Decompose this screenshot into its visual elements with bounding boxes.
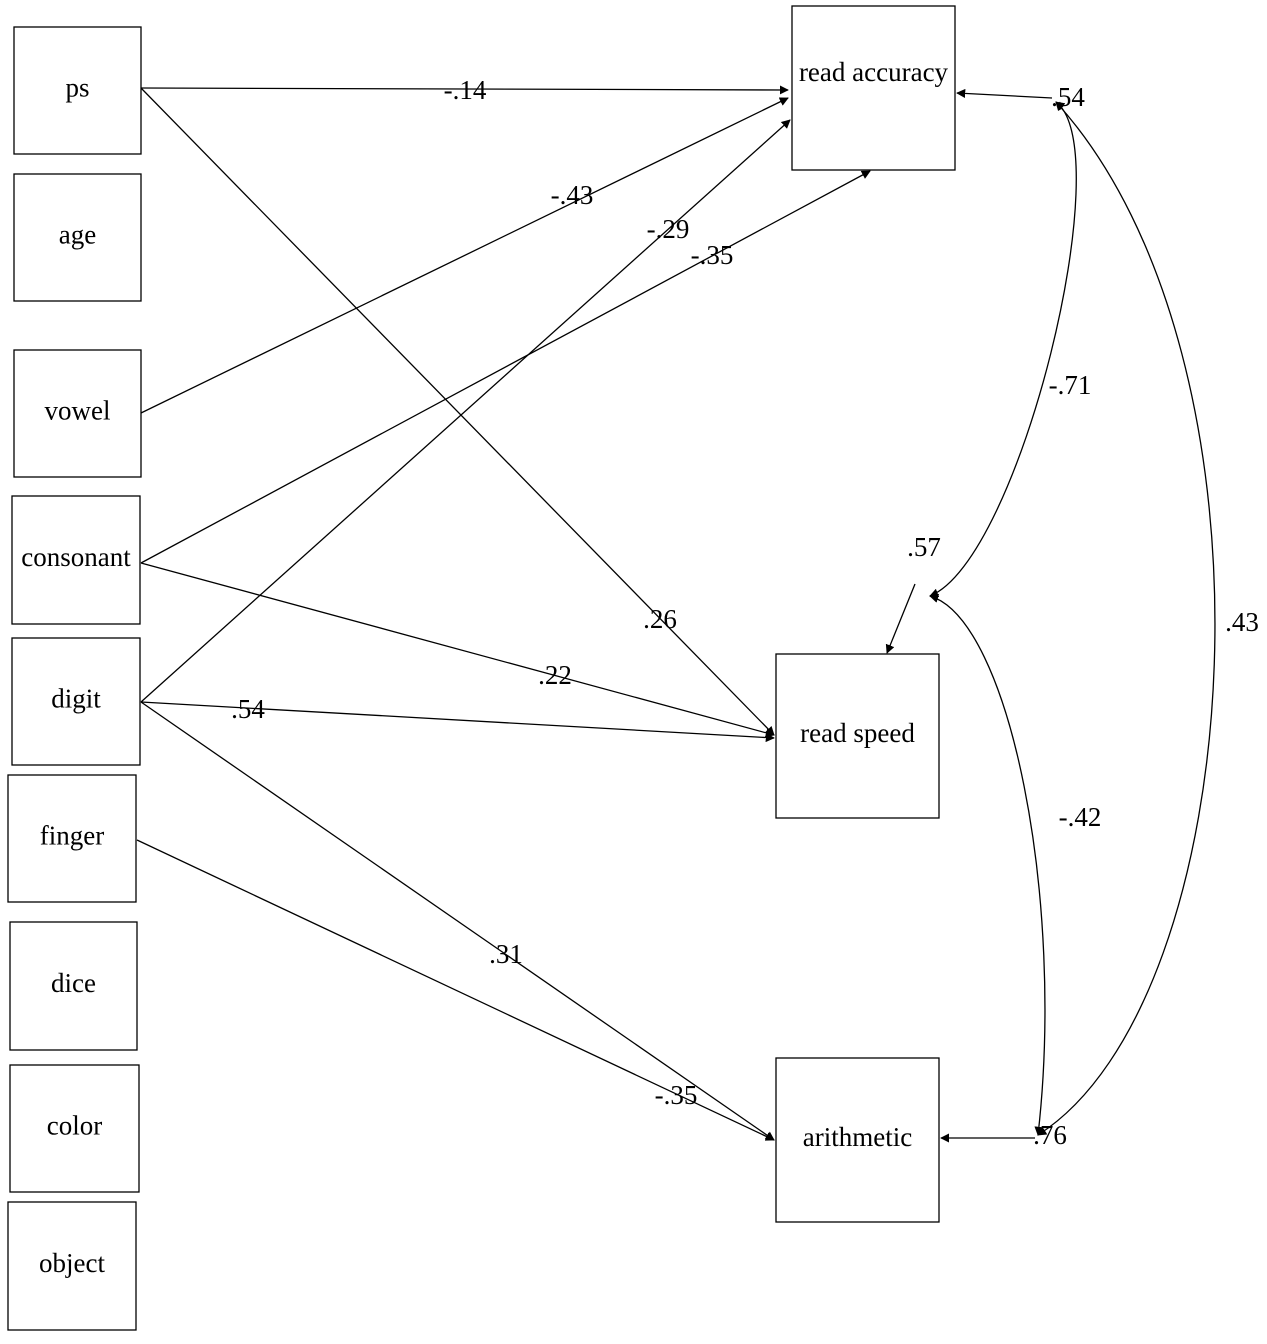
node-finger: finger — [7, 774, 137, 903]
node-vowel: vowel — [13, 349, 142, 478]
path-coefficient: .22 — [538, 660, 572, 690]
node-color: color — [9, 1064, 140, 1193]
node-box — [9, 1064, 140, 1193]
node-dice: dice — [9, 921, 138, 1051]
path-arrow-digit-to-read_accuracy — [140, 119, 791, 703]
path-coefficient: .54 — [231, 694, 265, 724]
node-label: arithmetic — [803, 1122, 912, 1152]
covariance-value: -.71 — [1049, 370, 1092, 400]
node-age: age — [13, 173, 142, 302]
node-label: dice — [51, 968, 96, 998]
node-ps: ps — [13, 26, 142, 155]
path-coefficient: -.43 — [551, 180, 594, 210]
node-box — [775, 1057, 940, 1223]
node-box — [9, 921, 138, 1051]
node-box — [7, 1201, 137, 1331]
node-label: object — [39, 1248, 105, 1278]
node-arithmetic: arithmetic — [775, 1057, 940, 1223]
node-label: vowel — [45, 396, 111, 426]
node-label: age — [59, 220, 96, 250]
covariance-arc-read_accuracy-arithmetic — [1037, 101, 1216, 1136]
node-box — [791, 5, 956, 171]
path-coefficient: .26 — [643, 604, 677, 634]
node-box — [13, 173, 142, 302]
node-object: object — [7, 1201, 137, 1331]
covariance-arc-read_speed-arithmetic — [929, 594, 1046, 1136]
path-arrow-digit-to-read_speed — [140, 701, 775, 743]
node-box — [13, 349, 142, 478]
path-coefficient: .31 — [489, 939, 523, 969]
path-arrow-ps-to-read_accuracy — [140, 85, 789, 95]
node-label: consonant — [21, 542, 131, 572]
path-coefficient: -.29 — [647, 214, 690, 244]
node-box — [11, 495, 141, 625]
node-label: read accuracy — [799, 57, 949, 87]
path-arrow-finger-to-arithmetic — [136, 839, 775, 1141]
node-label: read speed — [800, 718, 915, 748]
node-label: finger — [40, 821, 104, 851]
path-arrow-consonant-to-read_accuracy — [140, 170, 871, 564]
path-coefficient: -.35 — [691, 240, 734, 270]
path-arrow-consonant-to-read_speed — [140, 562, 775, 738]
node-box — [775, 653, 940, 819]
node-label: color — [47, 1111, 102, 1141]
node-box — [13, 26, 142, 155]
residual-variance: .57 — [907, 532, 941, 562]
node-label: ps — [65, 73, 89, 103]
residual-variance: .54 — [1051, 82, 1085, 112]
residual-variance: .76 — [1033, 1120, 1067, 1150]
node-box — [11, 637, 141, 766]
path-arrow-digit-to-arithmetic — [140, 701, 775, 1141]
covariance-value: -.42 — [1059, 802, 1102, 832]
node-read-speed: read speed — [775, 653, 940, 819]
node-consonant: consonant — [11, 495, 141, 625]
residual-arrow-read_accuracy — [956, 88, 1053, 99]
node-digit: digit — [11, 637, 141, 766]
node-box — [7, 774, 137, 903]
path-coefficient: -.35 — [655, 1080, 698, 1110]
path-arrow-ps-to-read_speed — [140, 87, 775, 736]
node-label: digit — [51, 684, 101, 714]
covariance-arc-read_accuracy-read_speed — [929, 101, 1077, 598]
path-coefficient: -.14 — [444, 75, 487, 105]
residual-arrow-read_speed — [885, 583, 916, 654]
node-read-accuracy: read accuracy — [791, 5, 956, 171]
path-arrow-vowel-to-read_accuracy — [140, 97, 789, 414]
covariance-value: .43 — [1225, 607, 1259, 637]
